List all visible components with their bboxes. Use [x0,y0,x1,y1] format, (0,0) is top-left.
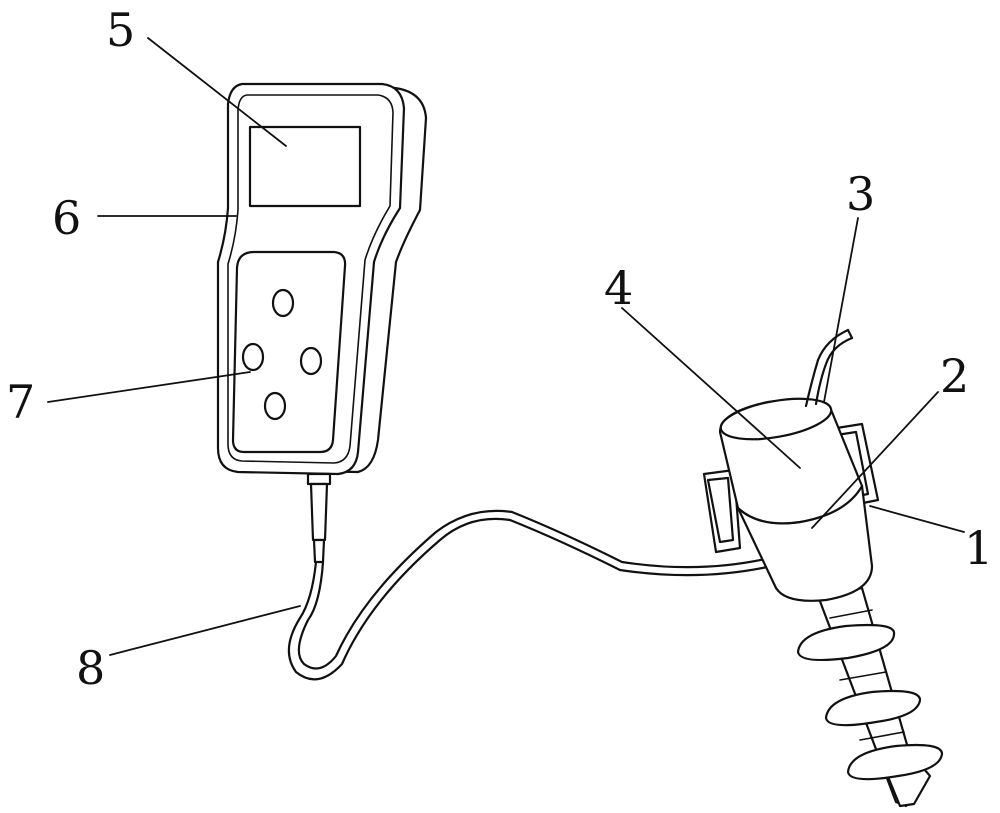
keypad-button-bottom [263,391,287,421]
keypad-button-left [241,342,265,372]
keypad-button-top [271,288,295,318]
leader-line-8 [109,605,301,656]
leader-line-2 [811,391,939,529]
label-7: 7 [6,375,35,429]
label-6: 6 [52,191,81,245]
meter-connector [306,472,332,564]
display-screen [248,125,362,208]
connecting-cable [287,509,774,681]
label-1: 1 [964,521,993,575]
label-2: 2 [940,349,969,403]
label-4: 4 [604,261,633,315]
sensor-wire [804,328,854,408]
screw-shaft [796,586,944,808]
label-3: 3 [846,167,875,221]
leader-line-7 [47,371,251,403]
label-8: 8 [76,641,105,695]
keypad-button-right [299,346,323,376]
leader-line-4 [621,307,801,469]
label-5: 5 [106,3,135,57]
leader-line-5 [147,37,287,147]
leader-line-3 [823,217,859,403]
leader-line-1 [869,505,965,533]
keypad-panel [231,250,347,454]
